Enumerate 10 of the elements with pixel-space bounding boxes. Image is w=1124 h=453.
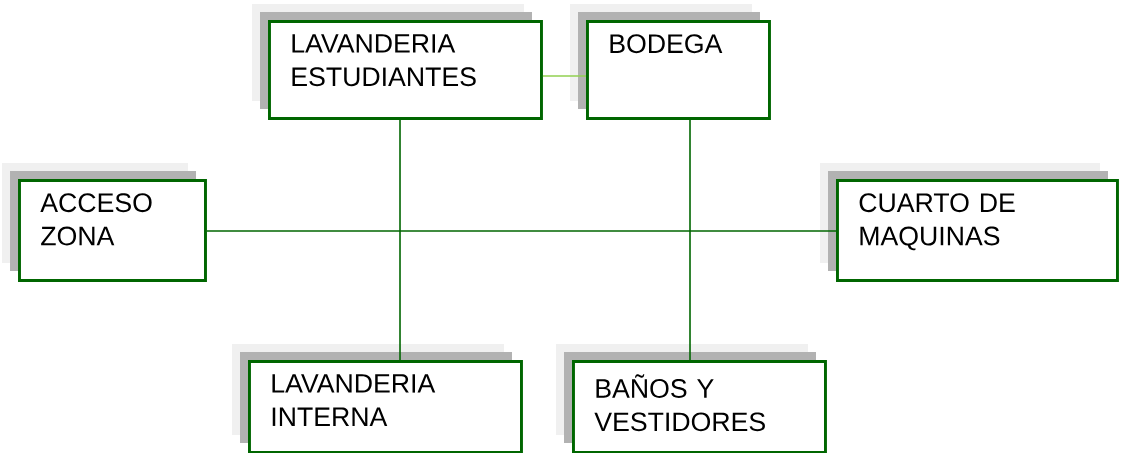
connector-line (206, 230, 837, 232)
process-box: LAVANDERIA INTERNA (232, 344, 523, 453)
process-box: ACCESO ZONA (2, 163, 207, 282)
connector-line (542, 75, 587, 77)
process-box: CUARTO DE MAQUINAS (820, 163, 1119, 282)
process-box: LAVANDERIA ESTUDIANTES (252, 4, 543, 120)
connector-line (399, 119, 401, 361)
process-box: BODEGA (570, 4, 771, 120)
connector-line (689, 119, 691, 361)
process-box: BAÑOS Y VESTIDORES (556, 344, 827, 453)
